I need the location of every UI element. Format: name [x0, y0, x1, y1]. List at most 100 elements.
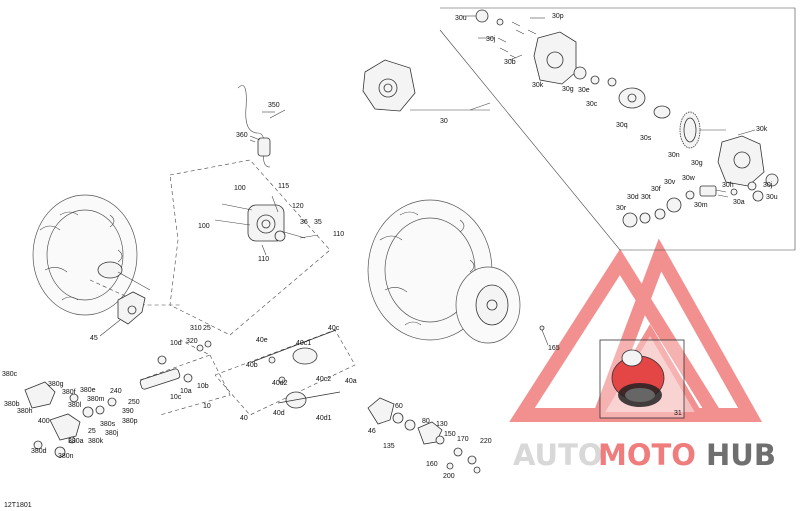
callout-10d: 10d — [170, 340, 182, 347]
watermark-text-moto: MOTO — [598, 438, 696, 472]
callout-40c1: 40c1 — [296, 340, 311, 347]
callout-31: 31 — [674, 410, 682, 417]
callout-30s: 30s — [640, 135, 652, 142]
callout-40d2: 40d2 — [272, 380, 288, 387]
callout-40e: 40e — [256, 337, 268, 344]
callout-30g-mid: 30g — [691, 160, 703, 167]
callout-380l: 380l — [68, 402, 82, 409]
callout-110-bottom: 110 — [258, 256, 269, 263]
differential-inset — [599, 339, 685, 419]
callout-30w: 30w — [682, 175, 696, 182]
callout-380p: 380p — [122, 418, 138, 425]
left-tire — [32, 194, 151, 316]
callout-380h: 380h — [17, 408, 33, 415]
callout-135: 135 — [383, 443, 395, 450]
callout-350: 350 — [268, 102, 280, 109]
callout-380b: 380b — [4, 401, 20, 408]
callout-360: 360 — [236, 132, 248, 139]
callout-200: 200 — [443, 473, 455, 480]
watermark-text: AUTO MOTO HUB — [513, 438, 776, 472]
callout-10a: 10a — [180, 388, 192, 395]
callout-30a: 30a — [733, 199, 745, 206]
callout-40: 40 — [240, 415, 248, 422]
callout-10: 10 — [203, 403, 211, 410]
callout-380f: 380f — [62, 389, 76, 396]
callout-100-left: 100 — [198, 223, 210, 230]
callout-250: 250 — [128, 399, 140, 406]
callout-30b: 30b — [504, 59, 516, 66]
callout-46: 46 — [368, 428, 376, 435]
callout-30p: 30p — [552, 13, 564, 20]
callout-390: 390 — [122, 408, 134, 415]
callout-30n: 30n — [668, 152, 680, 159]
callout-170: 170 — [457, 436, 469, 443]
callout-380n: 380n — [58, 453, 74, 460]
callout-30h: 30h — [722, 182, 734, 189]
callout-220: 220 — [480, 438, 492, 445]
callout-380a: 380a — [68, 438, 84, 445]
callout-310: 310 — [190, 325, 202, 332]
callout-40d1: 40d1 — [316, 415, 332, 422]
callout-400: 400 — [38, 418, 50, 425]
callout-40c2: 40c2 — [316, 376, 331, 383]
callout-30q: 30q — [616, 122, 628, 129]
callout-30d: 30d — [627, 194, 639, 201]
left-bearing-parts — [24, 381, 117, 458]
right-hub-parts — [367, 325, 549, 474]
callout-380e: 380e — [80, 387, 96, 394]
callout-35: 35 — [314, 219, 322, 226]
callout-30k-right: 30k — [756, 126, 768, 133]
right-tire — [367, 199, 521, 344]
callout-10c: 10c — [170, 394, 182, 401]
callout-380g: 380g — [48, 381, 64, 388]
callout-30e: 30e — [578, 87, 590, 94]
callout-30f: 30f — [651, 186, 661, 193]
callout-25-left: 25 — [88, 428, 96, 435]
watermark-text-auto: AUTO — [513, 438, 603, 472]
leader-lines — [249, 15, 756, 239]
callout-30c: 30c — [586, 101, 598, 108]
callout-80: 80 — [422, 418, 430, 425]
callout-labels: 30p 30u 30j 30b 30k 30g 30e 30c 30q 30s … — [2, 13, 778, 509]
callout-10b: 10b — [197, 383, 209, 390]
callout-380k: 380k — [88, 438, 104, 445]
diagram-reference-code: 12T1801 — [4, 502, 32, 509]
rear-differential-group — [362, 7, 796, 251]
callout-30j-right: 30j — [763, 182, 773, 189]
front-diff-dashed-outline — [169, 159, 331, 336]
callout-36: 36 — [300, 219, 308, 226]
callout-40a: 40a — [345, 378, 357, 385]
callout-30g-top: 30g — [562, 86, 574, 93]
callout-380c: 380c — [2, 371, 18, 378]
callout-240: 240 — [110, 388, 122, 395]
callout-30j-top: 30j — [486, 36, 496, 43]
callout-30u-right: 30u — [766, 194, 778, 201]
callout-30m: 30m — [694, 202, 708, 209]
callout-150: 150 — [444, 431, 456, 438]
callout-25-top: 25 — [203, 325, 211, 332]
front-driveshaft — [139, 339, 231, 416]
callout-115: 115 — [278, 183, 289, 190]
callout-110-right: 110 — [333, 231, 344, 238]
callout-130: 130 — [436, 421, 448, 428]
callout-40d: 40d — [273, 410, 285, 417]
front-differential — [214, 195, 306, 256]
rear-driveshaft — [214, 329, 356, 416]
callout-320: 320 — [186, 338, 198, 345]
watermark-text-hub: HUB — [706, 438, 776, 472]
knuckle-assembly — [99, 291, 146, 337]
callout-40b: 40b — [246, 362, 258, 369]
callout-120: 120 — [292, 203, 304, 210]
callout-380m: 380m — [87, 396, 105, 403]
callout-165: 165 — [548, 345, 560, 352]
callout-30k-top: 30k — [532, 82, 544, 89]
callout-30u-top: 30u — [455, 15, 467, 22]
callout-380j: 380j — [105, 430, 119, 437]
callout-45: 45 — [90, 335, 98, 342]
callout-160: 160 — [426, 461, 438, 468]
callout-40c: 40c — [328, 325, 340, 332]
callout-60: 60 — [395, 403, 403, 410]
callout-30v: 30v — [664, 179, 676, 186]
callout-100-top: 100 — [234, 185, 246, 192]
